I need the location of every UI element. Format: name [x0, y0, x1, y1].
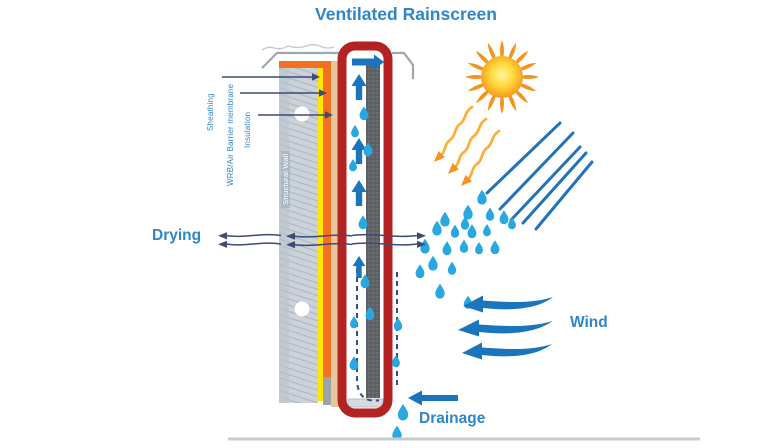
- wall-anchor-hole: [294, 301, 310, 317]
- structural-wall-label: Structural Wall: [281, 150, 290, 208]
- leader-lines: [222, 76, 326, 116]
- insulation-label: Insulation: [243, 111, 252, 148]
- drying-label: Drying: [152, 227, 202, 244]
- drying-arrow-icon: [225, 233, 418, 247]
- wrb-membrane-label: WRB/Air Barrier membrane: [226, 83, 235, 186]
- sketch-line: [261, 44, 335, 51]
- rain-streaks: [485, 121, 594, 231]
- structural-wall-layer: [279, 64, 318, 403]
- wrb-membrane-layer: [318, 66, 323, 401]
- heat-wave-arrow-icon: [434, 105, 501, 186]
- drainage-arrow-icon: [408, 390, 458, 406]
- wall-anchor-hole: [294, 106, 310, 122]
- wall-base-block: [323, 377, 333, 405]
- drying-arrowheads: [218, 232, 426, 249]
- wind-arrow-icon: [458, 295, 553, 360]
- sun-icon: [465, 40, 539, 114]
- sheathing-label: Sheathing: [206, 93, 215, 131]
- page-title: Ventilated Rainscreen: [315, 4, 497, 24]
- cladding-layer: [366, 62, 380, 398]
- drainage-drops: [392, 317, 409, 441]
- drainage-label: Drainage: [419, 410, 486, 427]
- cavity-outline: [337, 41, 393, 418]
- vent-exit-arrow-icon: [352, 54, 384, 70]
- leader-arrowheads: [312, 73, 333, 119]
- wind-label: Wind: [570, 314, 608, 331]
